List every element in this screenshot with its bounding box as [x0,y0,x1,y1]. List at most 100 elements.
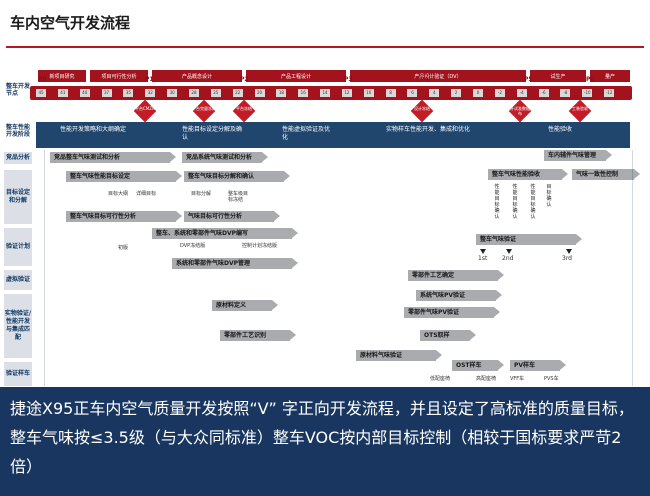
task-b14: 原材料定义 [212,300,278,311]
timeline-tick: 37 [101,89,112,97]
row-label-benchmark: 竞品分析 [4,152,32,164]
timeline-tick: 25 [210,89,221,97]
milestone-label: 设计冻结 [414,106,430,111]
timeline-tick: 4 [429,89,440,97]
checkpoint-2nd-marker [506,249,512,254]
row-label-validation-plan: 验证计划 [4,228,32,266]
task-b21: PV样车 [510,360,566,371]
timeline-tick: 40 [79,89,90,97]
milestone-diamond [192,99,216,123]
note-s8: 1st [478,255,488,262]
task-b17: 零部件工艺识别 [220,330,296,341]
gate-p0: P0 [38,76,47,83]
timeline-tick: 6 [407,89,418,97]
gate-p5: P5 [524,76,533,83]
task-b19: 原材料气味验证 [356,350,442,361]
gate-p1: P1 [145,76,154,83]
caption-text: 捷途X95正车内空气质量开发按照“V” 字正向开发流程，并且设定了高标准的质量目… [10,399,634,476]
milestone-diamond [568,99,592,123]
phase-2: 项目可行性分析 [90,70,148,82]
task-b1: 竞品整车气味测试和分析 [50,152,176,163]
row-label-physical: 实物验证/性能开发与集成匹配 [4,294,32,358]
timeline-tick: 35 [123,89,134,97]
checkpoint-1st-marker [480,249,486,254]
note-s14: PVS车 [544,376,559,382]
milestone-label: 平台冻结 [236,106,252,111]
note-s13: VFF车 [510,376,525,382]
phase-6: 试生产 [530,70,586,82]
header-dev-node-label: 整车开发节点 [6,83,31,97]
task-b20: OST样车 [452,360,504,371]
timeline-tick: 30 [167,89,178,97]
gate-p3: P3 [344,76,353,83]
timeline-tick: 22 [232,89,243,97]
note-s5: 初版 [118,245,129,251]
title-underline [6,46,644,48]
timeline-tick: 12 [341,89,352,97]
task-b9: 气味目标可行性分析 [184,211,280,222]
timeline-tick: 32 [145,89,156,97]
timeline-tick: -2 [494,89,505,97]
timeline-tick: -10 [582,89,593,97]
task-b12: 系统和零部件气味DVP管理 [172,258,298,269]
task-b5: 整车气味目标分解和确认 [184,171,290,182]
note-s11: 低配座椅 [430,376,451,382]
timeline-tick: -8 [560,89,571,97]
task-b13: 零部件工艺确定 [408,270,504,281]
note-s3: 目标分解 [191,191,212,197]
phase-3: 产品概念设计 [152,70,242,82]
timeline-tick: 10 [363,89,374,97]
task-b2: 竞品系统气味测试和分析 [182,152,268,163]
check-note-3: 性能目标确认 [530,184,536,220]
check-note-4: 目标确认 [546,184,552,208]
timeline-tick: 8 [385,89,396,97]
note-s12: 高配座椅 [476,376,497,382]
task-b15: 系统气味PV验证 [416,290,502,301]
milestone-label: 工装验收 [572,106,588,111]
note-s7: 控制计划冻结版 [242,243,278,249]
gate-p4: P4 [420,76,429,83]
milestone-label: 平台完量冻结 [192,106,216,111]
check-note-2: 性能目标确认 [512,184,518,220]
timeline-tick: 41 [57,89,68,97]
timeline-tick: 45 [36,89,46,97]
note-s6: DVP冻结版 [180,243,206,249]
perf-stage-4: 实物样车性能开发、集成和优化 [386,126,471,133]
page-title: 车内空气开发流程 [10,14,131,32]
grid-line [632,150,633,386]
note-s9: 2nd [502,255,514,262]
milestone-label: 平台CMZN [135,106,155,111]
timeline-tick: 2 [451,89,462,97]
row-label-virtual: 虚拟验证 [4,270,32,290]
milestone-diamond [410,99,434,123]
task-b4: 整车气味性能目标设定 [66,171,182,182]
task-b8: 整车气味目标可行性分析 [66,211,182,222]
note-s2: 详细目标 [136,191,157,197]
check-note-1: 性能目标确认 [494,184,500,220]
gate-p6: P6 [586,76,595,83]
timeline-tick: -6 [538,89,549,97]
task-b7: 气味一致性控制 [572,169,640,180]
grid-line [44,150,45,386]
perf-stage-bar [36,122,630,148]
timeline-tick: 18 [276,89,287,97]
task-b6: 整车气味性能验收 [488,169,568,180]
phase-1: 新项目研究 [38,70,86,82]
checkpoint-3rd-marker [566,249,572,254]
caption-panel [0,387,650,496]
perf-stage-1: 性能开发策略和大纲确定 [60,126,127,133]
phase-4: 产品工程设计 [246,70,346,82]
timeline-tick: 28 [188,89,199,97]
header-perf-stage-label: 整车性能开发阶段 [6,124,31,138]
row-label-target: 目标设定和分解 [4,170,32,224]
timeline-tick: 14 [320,89,331,97]
gate-p2: P2 [240,76,249,83]
perf-stage-2: 性能目标设定分解及确认 [182,126,243,141]
task-b16: 零部件气味PV验证 [404,307,500,318]
note-s1: 目标大纲 [108,191,129,197]
task-b18: OTS取样 [420,330,476,341]
task-b11: 整车气味验证 [476,234,582,245]
timeline-tick: 0 [473,89,484,97]
task-b10: 整车、系统和零部件气味DVP编写 [152,228,298,239]
note-s10: 3rd [562,255,572,262]
